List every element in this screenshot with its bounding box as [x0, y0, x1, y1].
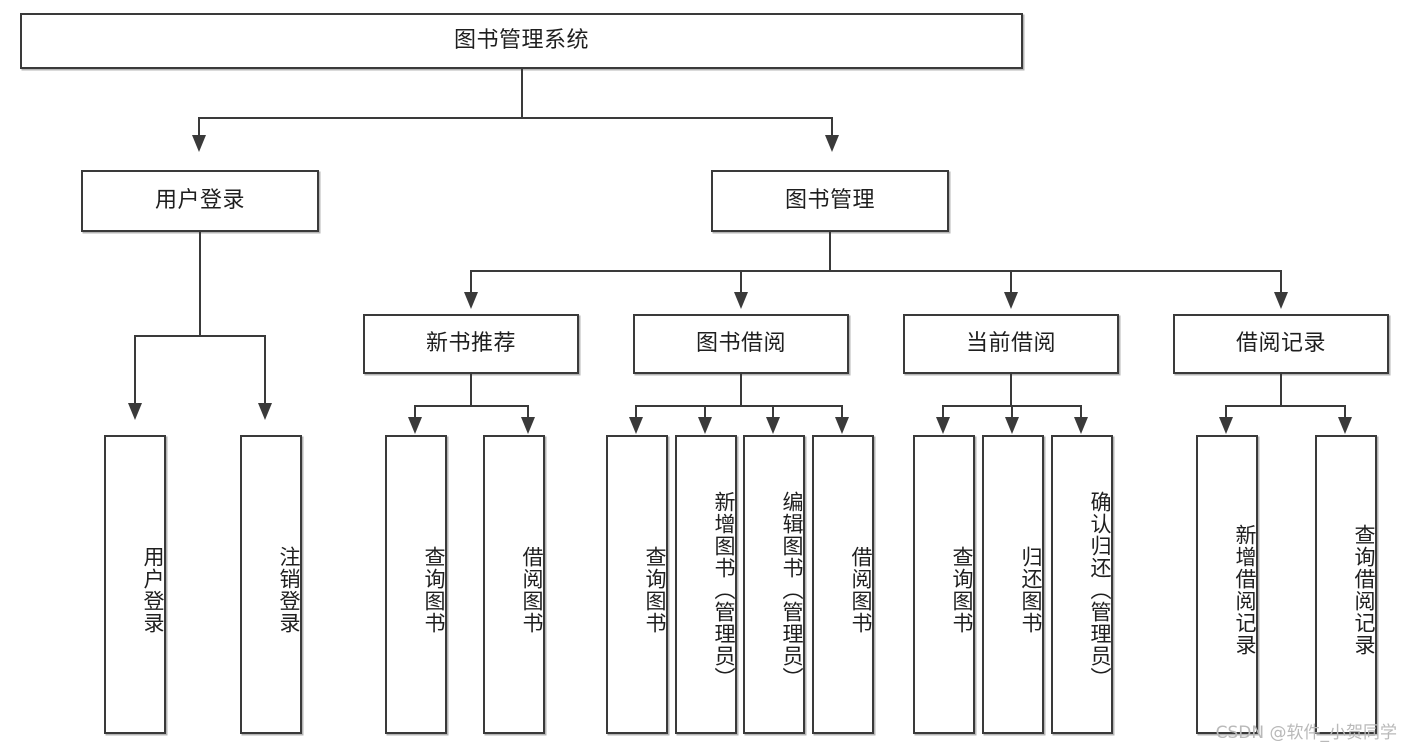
node-book-borrow[interactable]: 图书借阅: [633, 314, 849, 374]
leaf-confirm-return-admin[interactable]: 确认归还（管理员）: [1051, 435, 1113, 734]
connector-book-borrow-stem: [740, 374, 742, 406]
arrow-to-leaf-query-borrow-record: [1338, 417, 1352, 434]
node-label: 用户登录: [141, 545, 165, 634]
watermark: CSDN @软件_小贺同学: [1215, 723, 1397, 743]
node-borrow-record[interactable]: 借阅记录: [1173, 314, 1389, 374]
leaf-query-borrow-record[interactable]: 查询借阅记录: [1315, 435, 1377, 734]
connector-user-login-drop-1: [134, 335, 136, 405]
arrow-to-leaf-user-login: [128, 403, 142, 420]
leaf-add-book-admin[interactable]: 新增图书（管理员）: [675, 435, 737, 734]
connector-root-stem: [521, 69, 523, 118]
connector-level3-drop-3: [1010, 270, 1012, 294]
leaf-borrow-book[interactable]: 借阅图书: [812, 435, 874, 734]
arrow-to-borrow-record: [1274, 292, 1288, 309]
arrow-to-leaf-query-book-b: [629, 417, 643, 434]
leaf-edit-book-admin[interactable]: 编辑图书（管理员）: [743, 435, 805, 734]
connector-user-login-bus: [134, 335, 266, 337]
connector-level2-bus: [198, 117, 833, 119]
connector-user-login-stem: [199, 232, 201, 336]
node-label: 归还图书: [1019, 545, 1043, 634]
connector-level2-drop-2: [831, 117, 833, 138]
node-new-book-recommend[interactable]: 新书推荐: [363, 314, 579, 374]
connector-user-login-drop-2: [264, 335, 266, 405]
arrow-to-leaf-add-borrow-record: [1219, 417, 1233, 434]
connector-current-borrow-drop-3: [1080, 405, 1082, 419]
arrow-to-book-borrow: [734, 292, 748, 309]
node-label: 图书管理: [784, 187, 875, 213]
leaf-query-book-borrow[interactable]: 查询图书: [606, 435, 668, 734]
leaf-return-book[interactable]: 归还图书: [982, 435, 1044, 734]
connector-new-book-stem: [470, 374, 472, 406]
node-label: 借阅记录: [1235, 330, 1326, 356]
arrow-to-leaf-confirm-return: [1074, 417, 1088, 434]
node-label: 当前借阅: [965, 330, 1056, 356]
arrow-to-user-login: [192, 135, 206, 152]
arrow-to-leaf-query-book-c: [936, 417, 950, 434]
node-user-login[interactable]: 用户登录: [81, 170, 319, 232]
connector-level2-drop-1: [198, 117, 200, 138]
connector-book-borrow-drop-1: [635, 405, 637, 419]
arrow-to-leaf-borrow-book-b: [835, 417, 849, 434]
arrow-to-leaf-query-book-a: [408, 417, 422, 434]
node-label: 新书推荐: [425, 330, 516, 356]
connector-borrow-record-drop-2: [1344, 405, 1346, 419]
node-label: 确认归还（管理员）: [1088, 490, 1112, 689]
connector-book-borrow-drop-3: [772, 405, 774, 419]
arrow-to-leaf-add-book: [698, 417, 712, 434]
connector-level3-bus: [470, 270, 1281, 272]
node-label: 新增借阅记录: [1233, 523, 1257, 656]
node-label: 查询借阅记录: [1352, 523, 1376, 656]
connector-borrow-record-stem: [1280, 374, 1282, 406]
connector-current-borrow-drop-1: [942, 405, 944, 419]
leaf-query-book-current[interactable]: 查询图书: [913, 435, 975, 734]
connector-book-borrow-drop-2: [704, 405, 706, 419]
leaf-add-borrow-record[interactable]: 新增借阅记录: [1196, 435, 1258, 734]
connector-book-management-stem: [829, 232, 831, 272]
connector-level3-drop-4: [1280, 270, 1282, 294]
arrow-to-leaf-logout: [258, 403, 272, 420]
connector-book-borrow-drop-4: [841, 405, 843, 419]
node-label: 新增图书（管理员）: [712, 490, 736, 689]
connector-book-borrow-bus: [635, 405, 842, 407]
connector-new-book-drop-2: [527, 405, 529, 419]
node-label: 编辑图书（管理员）: [780, 490, 804, 689]
node-label: 查询图书: [643, 545, 667, 634]
connector-level3-drop-2: [740, 270, 742, 294]
leaf-logout[interactable]: 注销登录: [240, 435, 302, 734]
node-root-book-management-system[interactable]: 图书管理系统: [20, 13, 1023, 69]
node-label: 图书管理系统: [453, 27, 589, 53]
connector-current-borrow-stem: [1010, 374, 1012, 406]
node-book-management[interactable]: 图书管理: [711, 170, 949, 232]
connector-borrow-record-bus: [1225, 405, 1345, 407]
node-label: 注销登录: [277, 545, 301, 634]
leaf-borrow-book-recommend[interactable]: 借阅图书: [483, 435, 545, 734]
node-label: 查询图书: [422, 545, 446, 634]
arrow-to-leaf-borrow-book-a: [521, 417, 535, 434]
connector-new-book-drop-1: [414, 405, 416, 419]
arrow-to-leaf-return-book: [1005, 417, 1019, 434]
node-label: 图书借阅: [695, 330, 786, 356]
node-label: 借阅图书: [849, 545, 873, 634]
node-current-borrow[interactable]: 当前借阅: [903, 314, 1119, 374]
node-label: 借阅图书: [520, 545, 544, 634]
arrow-to-new-book-recommend: [464, 292, 478, 309]
arrow-to-current-borrow: [1004, 292, 1018, 309]
node-label: 查询图书: [950, 545, 974, 634]
connector-new-book-bus: [414, 405, 528, 407]
leaf-query-book-recommend[interactable]: 查询图书: [385, 435, 447, 734]
connector-current-borrow-drop-2: [1011, 405, 1013, 419]
connector-borrow-record-drop-1: [1225, 405, 1227, 419]
leaf-user-login[interactable]: 用户登录: [104, 435, 166, 734]
node-label: 用户登录: [154, 187, 245, 213]
connector-level3-drop-1: [470, 270, 472, 294]
arrow-to-book-management: [825, 135, 839, 152]
arrow-to-leaf-edit-book: [766, 417, 780, 434]
